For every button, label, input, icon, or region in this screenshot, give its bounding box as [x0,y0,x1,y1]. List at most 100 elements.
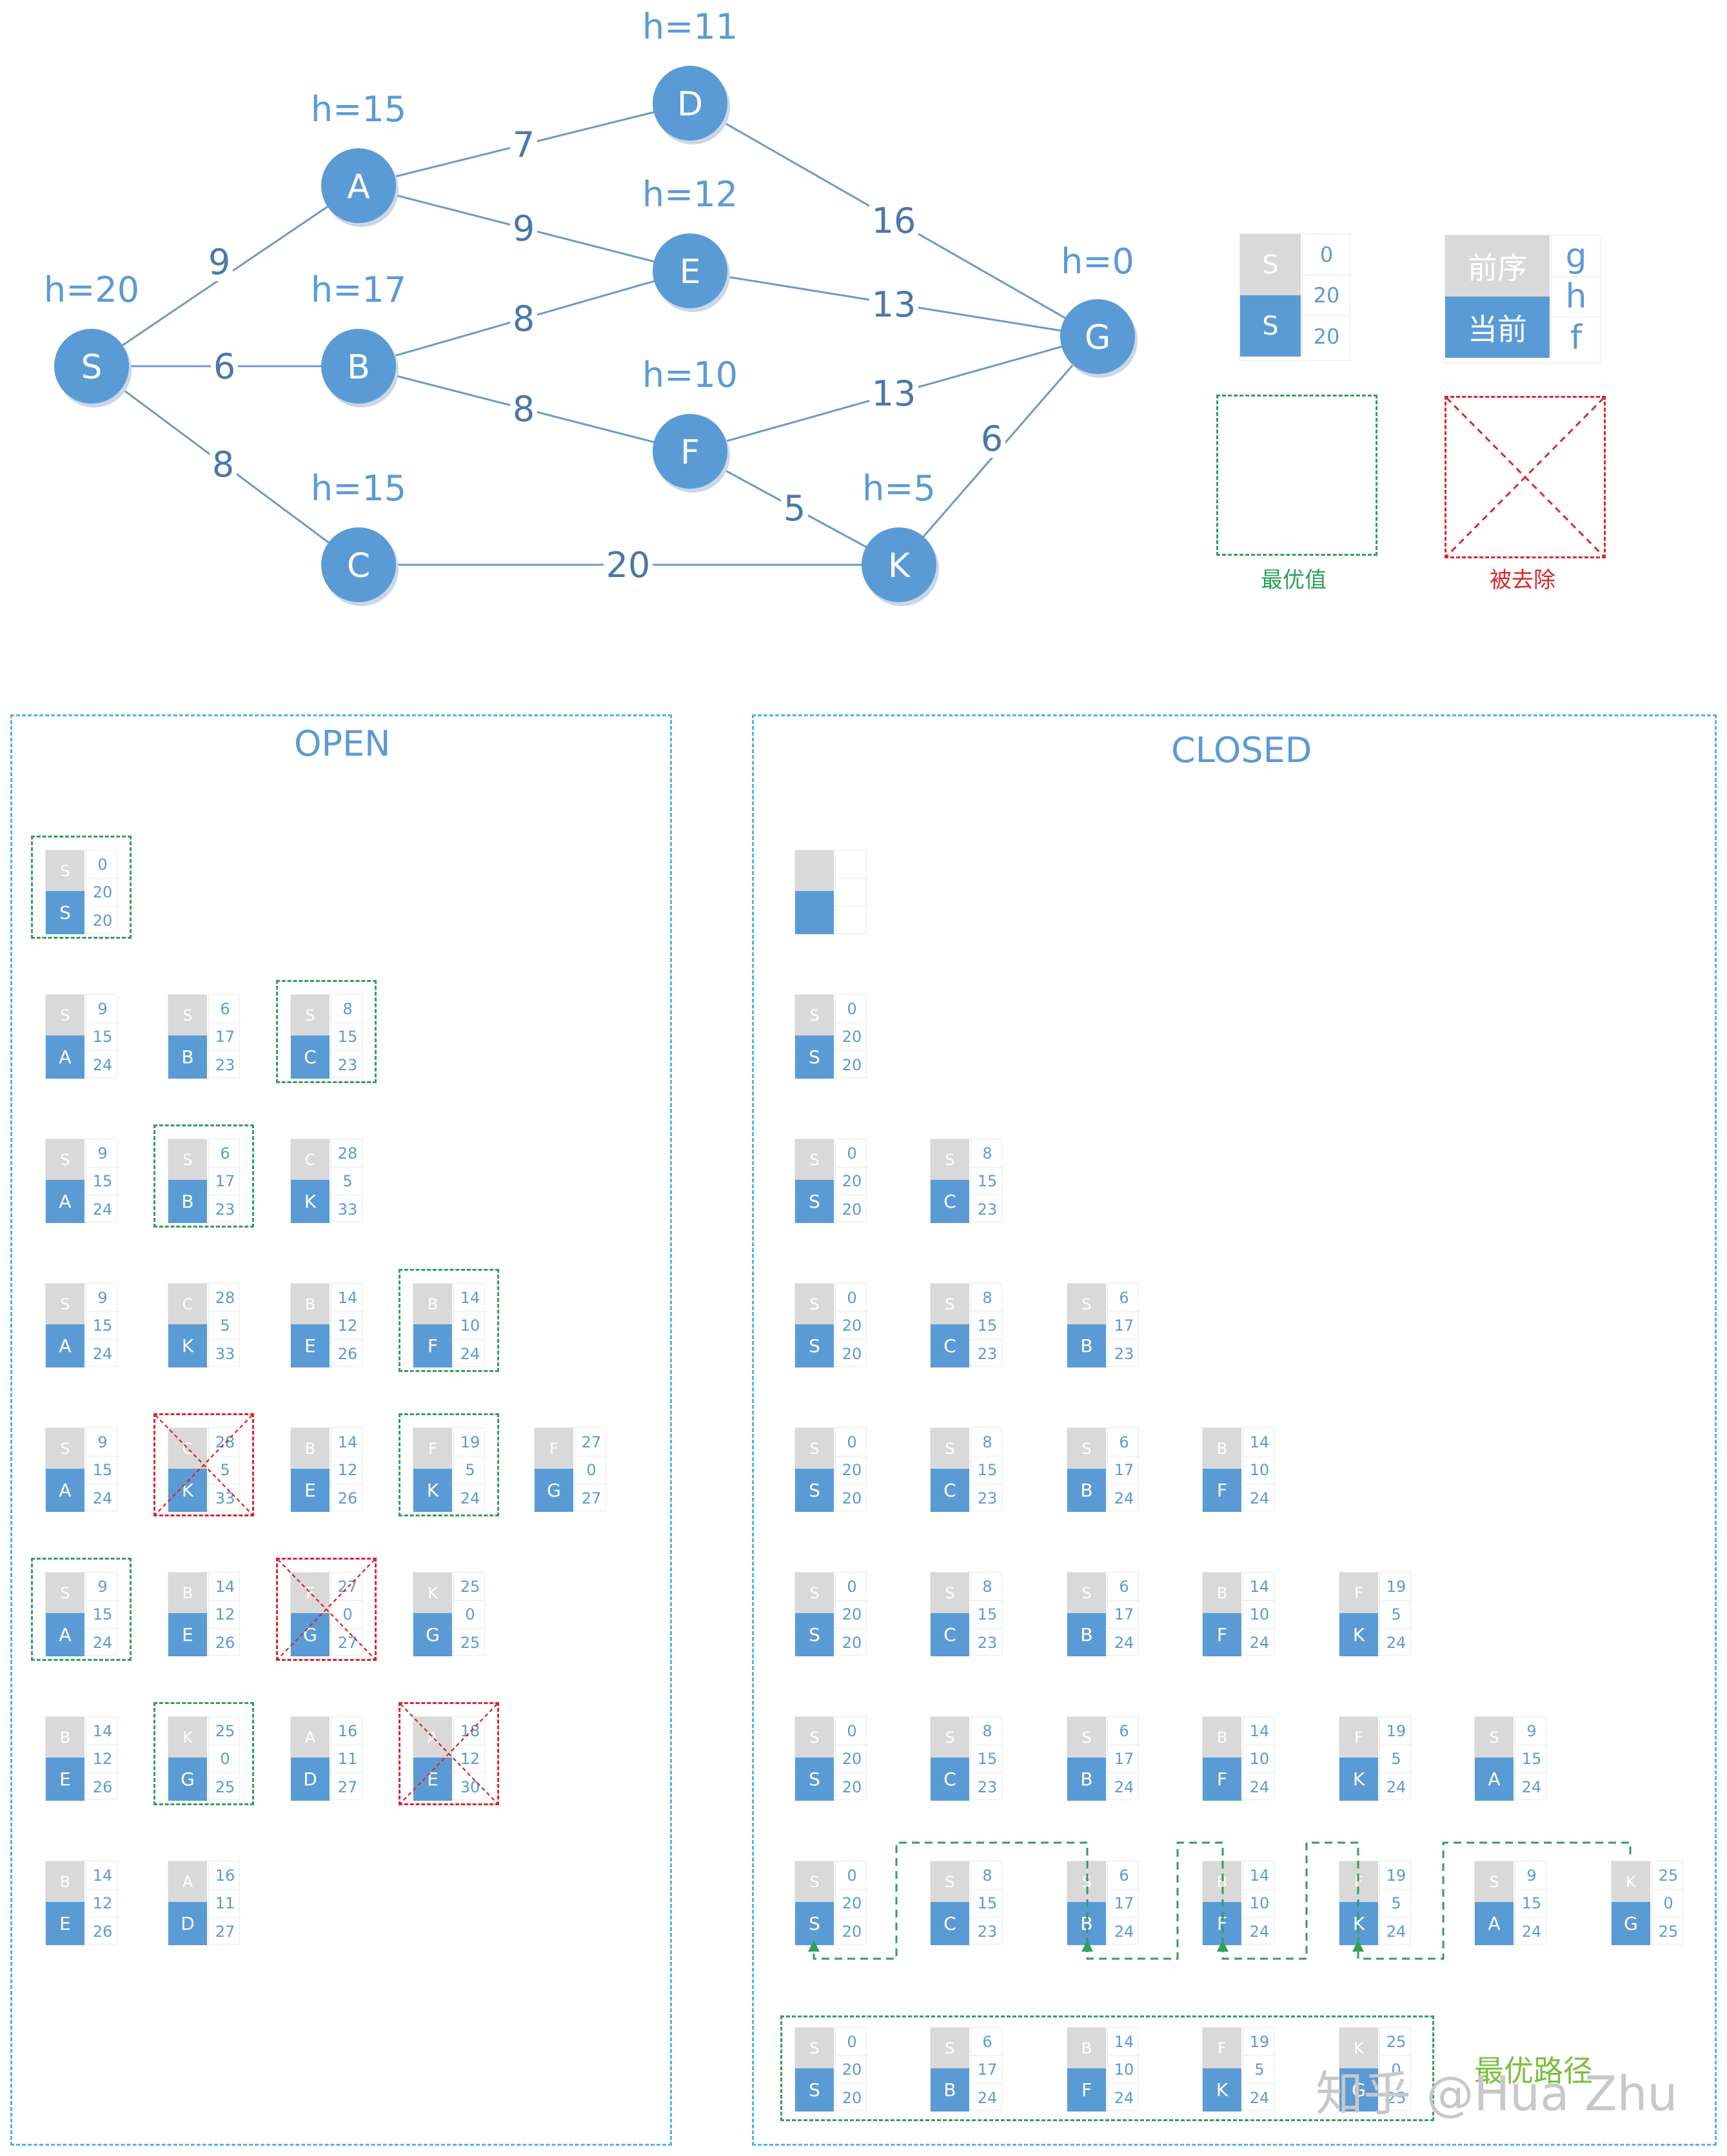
card-h: 17 [208,1023,241,1051]
card-prev: B [1203,1573,1241,1613]
card-prev: S [931,1861,969,1902]
card-f: 24 [86,1484,119,1512]
node-heuristic-D: h=11 [642,6,738,47]
card-prev: F [1203,2028,1241,2068]
node-D [653,66,727,141]
edge-weight-S-A: 9 [208,242,230,282]
card-g: 9 [86,1139,119,1168]
card-cur: B [931,2068,969,2112]
edge-weight-S-C: 8 [212,444,234,485]
card-f: 24 [453,1484,486,1512]
edge-weight-B-E: 8 [513,299,535,339]
node-label-K: K [888,547,911,585]
best-marker [31,1558,132,1661]
edge-label-bg [210,445,237,484]
card-g: 14 [208,1573,241,1601]
card-f: 23 [971,1484,1003,1512]
card-g: 16 [208,1861,241,1890]
node-F [653,414,727,489]
card-f: 20 [835,1629,868,1656]
card-h: 15 [86,1023,119,1051]
card-f: 23 [971,1917,1003,1945]
card-g: 6 [1107,1573,1140,1601]
card-g: 27 [575,1428,607,1456]
card-cur: F [1067,2068,1106,2112]
best-marker [31,836,132,939]
card-cur: F [413,1324,452,1367]
card-cur: G [1612,1902,1650,1945]
card-f: 24 [1243,1917,1276,1945]
card-prev: S [1475,1717,1514,1758]
card-prev: K [413,1573,452,1613]
card-h: 17 [1107,1600,1140,1629]
card-prev: B [1203,1861,1241,1902]
card-g: 0 [835,1573,868,1601]
card-h: 5 [331,1167,364,1195]
node-C [321,527,396,602]
card-cur: A [46,1469,84,1512]
card-g: 16 [331,1717,364,1745]
card-h: 0 [575,1456,607,1484]
card-cur: G [168,1758,207,1801]
card-h: 15 [971,1600,1003,1629]
edge-label-bg [510,209,537,248]
card-cur: B [1067,1613,1106,1656]
card-g: 0 [835,1717,868,1745]
card-g: 19 [453,1428,486,1456]
card-g: 6 [971,2028,1003,2056]
card-g: 14 [331,1428,364,1456]
card-prev: S [46,1573,84,1613]
card-h: 10 [453,1311,486,1340]
card-h: 20 [835,1456,868,1484]
card-cur: C [931,1902,969,1945]
node-A [321,148,396,223]
card-f: 24 [1379,1629,1412,1656]
card-cur: B [168,1180,207,1223]
card-prev: S [931,1717,969,1758]
card-f: 30 [453,1773,486,1801]
card-h: 15 [971,1889,1003,1917]
card-g: 19 [1379,1573,1412,1601]
card-h: 20 [835,2055,868,2084]
card-prev: S [1067,1428,1106,1469]
card-h: 17 [1107,1889,1140,1917]
card-prev: S [291,995,330,1035]
card-cur: S [795,1469,834,1512]
node-heuristic-S: h=20 [44,270,139,310]
edge-weight-S-B: 6 [213,346,235,387]
card-h: 12 [86,1745,119,1773]
edge-weight-K-G: 6 [981,418,1003,459]
card-h: 17 [208,1167,241,1195]
edge-weight-F-G: 13 [872,373,916,414]
card-f: 33 [208,1340,241,1367]
node-heuristic-G: h=0 [1061,241,1134,282]
card-cur: C [931,1180,969,1223]
trace-g-to-k [1352,1841,1632,1960]
card-h: 17 [1107,1456,1140,1484]
card-cur: G [413,1613,452,1656]
card-f: 26 [86,1773,119,1801]
card-cur: K [291,1180,330,1223]
card-cur: 当前 [1445,297,1550,358]
trace-f-to-b [1081,1841,1224,1960]
card-f: 24 [86,1340,119,1367]
card-h: 11 [208,1889,241,1917]
